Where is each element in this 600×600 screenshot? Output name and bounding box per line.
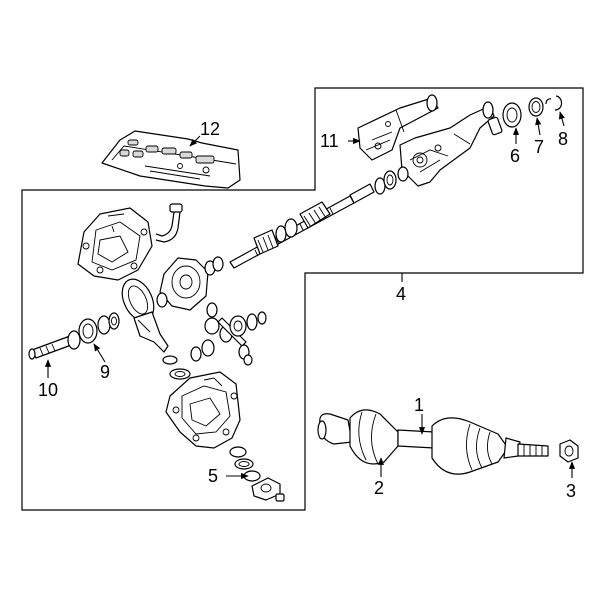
callout-7: 7 xyxy=(534,137,544,157)
callout-3: 3 xyxy=(566,481,576,501)
callout-5: 5 xyxy=(208,466,218,486)
callout-4: 4 xyxy=(396,284,406,304)
front-axle-group-frame xyxy=(21,87,584,511)
callout-8: 8 xyxy=(558,129,568,149)
vent-hose xyxy=(155,203,183,243)
axle-housing xyxy=(165,371,241,449)
callout-11: 11 xyxy=(320,131,339,151)
pinion-gear xyxy=(133,311,169,353)
differential-cover xyxy=(77,207,153,281)
axle-nut xyxy=(559,439,579,463)
cv-axle-assembly xyxy=(317,409,549,475)
washer xyxy=(528,97,544,117)
callout-9: 9 xyxy=(100,362,110,382)
callout-10: 10 xyxy=(38,380,58,400)
callout-2: 2 xyxy=(374,478,384,498)
callout-6: 6 xyxy=(510,146,520,166)
pinion-seal-group xyxy=(229,446,261,482)
differential-carrier xyxy=(156,256,224,311)
shaft-gears xyxy=(253,201,331,255)
skid-plate xyxy=(101,130,241,189)
snap-ring xyxy=(545,95,563,111)
stub-shaft xyxy=(28,330,81,360)
leader-lines xyxy=(44,111,576,480)
callout-12: 12 xyxy=(200,119,220,139)
axle-shaft-seal xyxy=(78,312,120,344)
callout-1: 1 xyxy=(414,395,424,415)
seal xyxy=(502,102,522,128)
axle-tube-housing xyxy=(357,94,503,187)
pinion-bearings xyxy=(162,355,191,380)
spider-gears xyxy=(190,302,267,366)
pinion-flange xyxy=(251,477,285,502)
